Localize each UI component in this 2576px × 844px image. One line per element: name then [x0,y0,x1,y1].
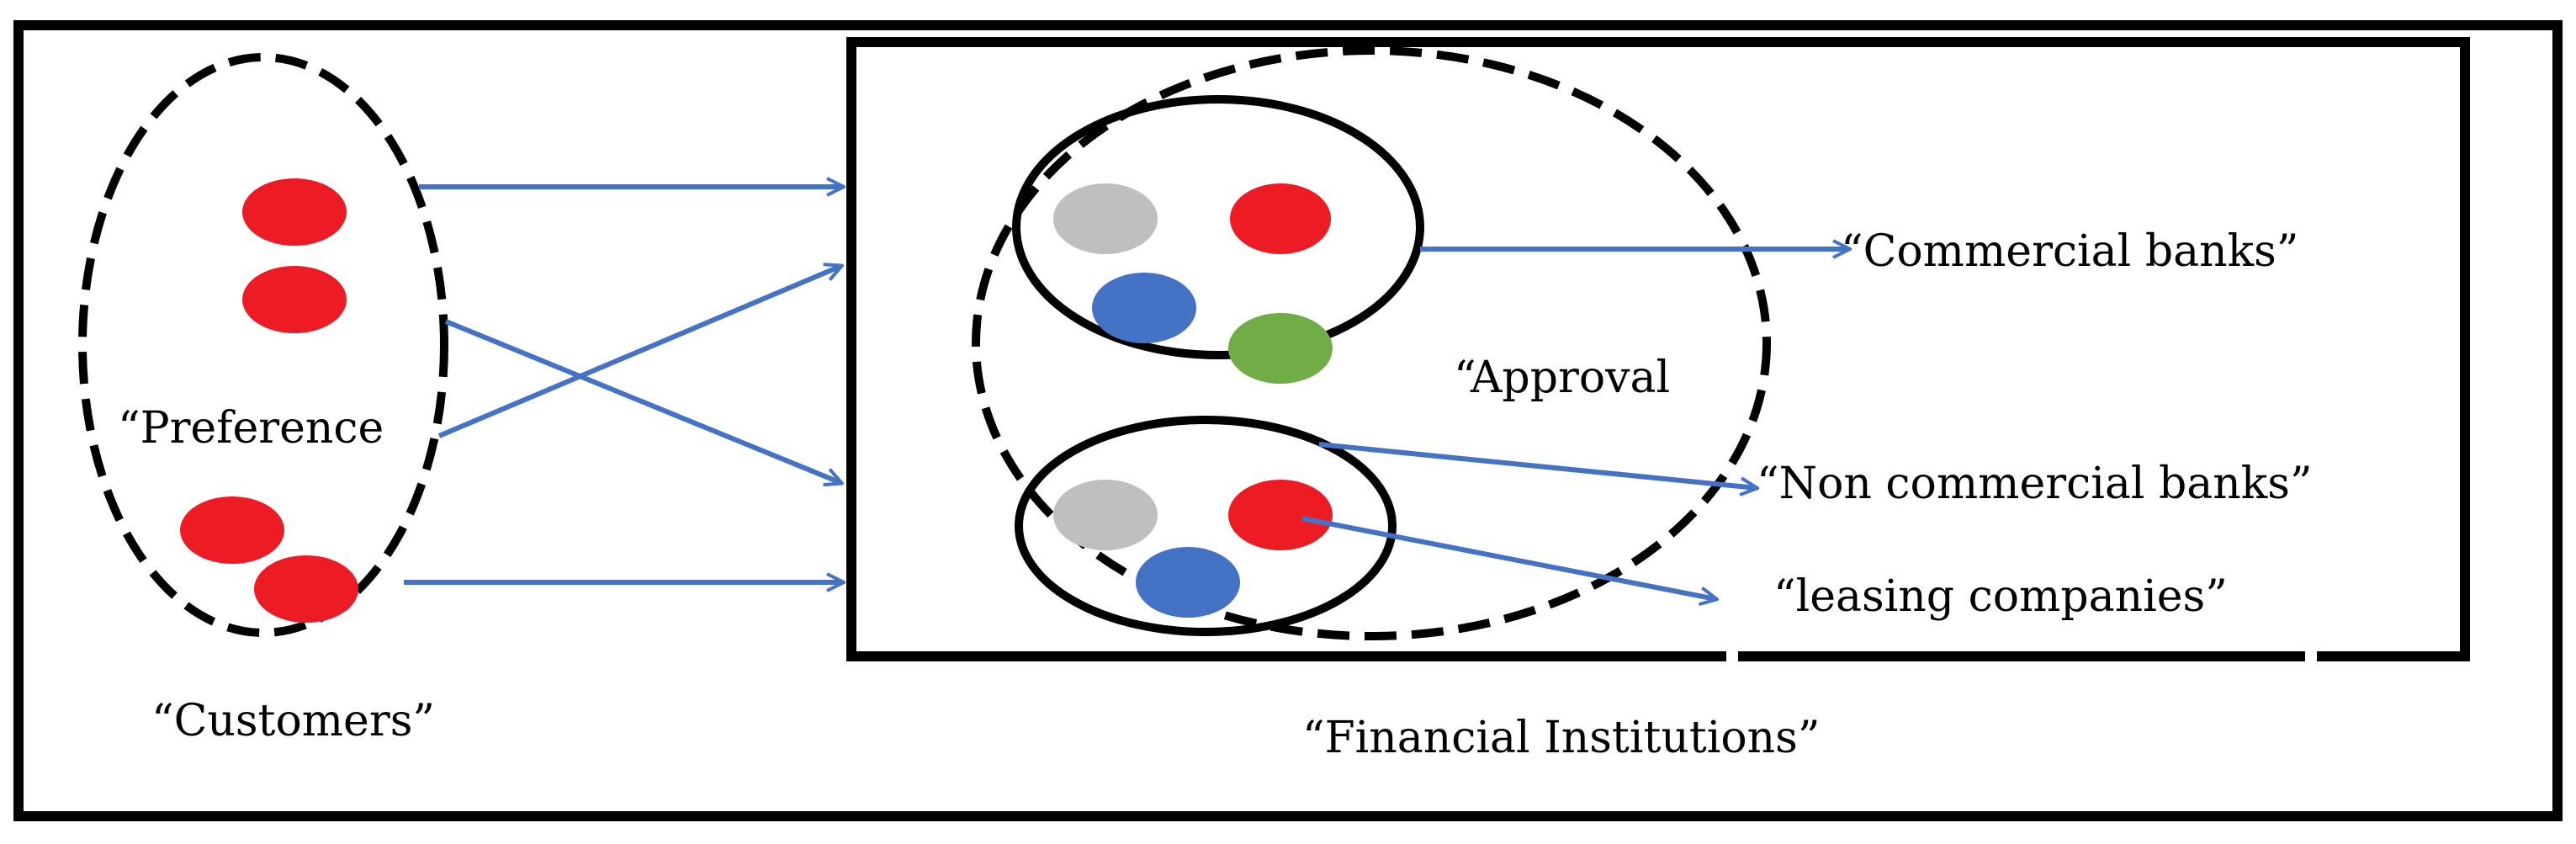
leasing-companies-label: “leasing companies” [1773,571,2228,622]
approval-label: “Approval [1454,353,1670,403]
customer-dot [242,266,347,333]
non-commercial-banks-label: “Non commercial banks” [1757,459,2313,509]
commercial-banks-label: “Commercial banks” [1841,226,2298,277]
arrow-to-leasing-companies [1301,516,1716,599]
customer-dot [242,178,347,246]
bank-dot-gray [1053,480,1158,550]
approval-ellipse [972,46,1771,640]
non-commercial-dots [1053,480,1333,618]
bank-dot-blue [1092,273,1196,343]
arrow-customers-cross-down [444,319,841,483]
non-commercial-circle [1015,416,1397,636]
customers-label: “Customers” [151,696,435,746]
bank-dot-red [1230,183,1331,254]
bank-dot-blue [1136,547,1240,618]
financial-institutions-label: “Financial Institutions” [1302,713,1820,763]
bank-dot-green [1228,313,1333,384]
arrow-customers-cross-up [437,266,841,438]
customer-dots [180,178,358,623]
commercial-banks-circle [1012,95,1424,359]
preference-label: “Preference [118,403,384,454]
customer-dot [254,555,358,623]
commercial-bank-dots [1053,183,1333,384]
bank-dot-red [1228,480,1333,550]
arrow-to-non-commercial-banks [1318,442,1757,488]
outer-frame [13,20,2563,821]
bank-dot-gray [1053,183,1158,254]
customer-dot [180,496,284,564]
arrows [404,187,1849,599]
financial-institutions-box [846,37,2470,663]
customers-ellipse [78,53,448,637]
